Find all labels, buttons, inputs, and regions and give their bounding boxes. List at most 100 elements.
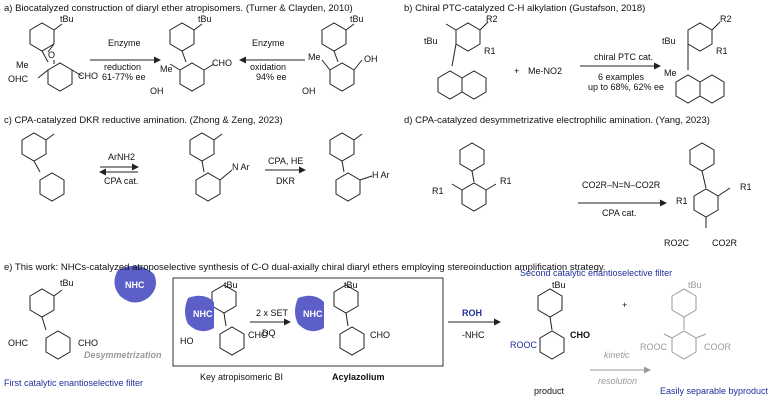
e-tbu: tBu: [60, 278, 74, 288]
a-right-cond-3: 94% ee: [256, 72, 287, 82]
c-product-molecule: [329, 132, 373, 202]
e-kinetic-1: kinetic: [604, 350, 630, 360]
b-prod-r2: R2: [720, 14, 732, 24]
e-acyl-tbu: tBu: [344, 280, 358, 290]
e-byproduct: Easily separable byproduct: [660, 386, 769, 396]
b-tbu-label: tBu: [424, 36, 438, 46]
b-cond-1: chiral PTC cat.: [594, 52, 654, 62]
e-acylazolium-molecule: [333, 284, 365, 356]
b-r2-label: R2: [486, 14, 498, 24]
a-diol-molecule: [321, 22, 363, 92]
e-byp-tbu: tBu: [688, 280, 702, 290]
b-prod-r1: R1: [716, 46, 728, 56]
c-substrate-molecule: [21, 132, 65, 202]
e-bi-tbu: tBu: [224, 280, 238, 290]
c-amine-label: H Ar: [372, 170, 390, 180]
d-reagent: CO2R–N=N–CO2R: [582, 180, 661, 190]
e-bi-cho: CHO: [248, 330, 268, 340]
panel-a-header: a) Biocatalyzed construction of diaryl e…: [4, 3, 353, 14]
c-reagent-top: ArNH2: [108, 152, 136, 162]
e-ohc: OHC: [8, 338, 28, 348]
a-o-label: O: [48, 50, 56, 60]
a-tbu-label: tBu: [60, 14, 74, 24]
e-set-1: 2 x SET: [256, 308, 289, 318]
b-r1-label: R1: [484, 46, 496, 56]
e-nhc-label: NHC: [125, 280, 145, 290]
nhc-catalyst-icon: [114, 265, 156, 303]
e-acylazolium: Acylazolium: [332, 372, 385, 382]
d-prod-r1-left: R1: [676, 196, 688, 206]
a-cho-label: CHO: [78, 71, 98, 81]
e-first-filter: First catalytic enantioselective filter: [4, 378, 144, 388]
b-prod-me: Me: [664, 68, 677, 78]
a-product-molecule: [169, 22, 215, 92]
e-kinetic-2: resolution: [598, 376, 638, 386]
a-right-cond-1: Enzyme: [252, 38, 285, 48]
b-prod-tbu: tBu: [662, 36, 676, 46]
b-cond-3: up to 68%, 62% ee: [588, 82, 665, 92]
a-prod-me: Me: [160, 64, 173, 74]
d-ro2c: RO2C: [664, 238, 690, 248]
e-plus: +: [622, 300, 628, 310]
a-left-cond-2: reduction: [104, 62, 142, 72]
acylazolium-nhc-icon: [295, 295, 324, 332]
e-second-filter: Second catalytic enantioselective filter: [520, 268, 673, 278]
e-product-label: product: [534, 386, 565, 396]
e-bi-ho: HO: [180, 336, 194, 346]
e-minus-nhc: -NHC: [462, 330, 485, 340]
e-intermediate-box: [172, 277, 444, 367]
e-bi-nhc: NHC: [193, 309, 213, 319]
d-substrate-molecule: [451, 142, 497, 212]
d-co2r: CO2R: [712, 238, 738, 248]
a-diol-oh-right: OH: [364, 54, 378, 64]
e-acyl-cho: CHO: [370, 330, 390, 340]
c-cond-bottom: DKR: [276, 176, 296, 186]
e-product-molecule: [537, 288, 565, 360]
e-prod-tbu: tBu: [552, 280, 566, 290]
d-prod-r1-right: R1: [740, 182, 752, 192]
b-product-molecule: [675, 21, 725, 104]
b-cond-2: 6 examples: [598, 72, 645, 82]
c-imine-label: N Ar: [232, 162, 250, 172]
panel-c-header: c) CPA-catalyzed DKR reductive amination…: [4, 115, 283, 126]
a-prod-tbu: tBu: [198, 14, 212, 24]
d-catalyst: CPA cat.: [602, 208, 637, 218]
panel-b-header: b) Chiral PTC-catalyzed C-H alkylation (…: [404, 3, 646, 14]
d-r1-left: R1: [432, 186, 444, 196]
e-byp-rooc: ROOC: [640, 342, 667, 352]
b-plus: +: [514, 66, 520, 76]
bi-nhc-icon: [185, 295, 214, 332]
e-prod-cho: CHO: [570, 330, 590, 340]
c-imine-molecule: [189, 132, 233, 202]
a-ohc-label: OHC: [8, 74, 28, 84]
e-byproduct-molecule: [663, 288, 707, 360]
panel-d-header: d) CPA-catalyzed desymmetrizative electr…: [404, 115, 710, 126]
a-left-cond-1: Enzyme: [108, 38, 141, 48]
b-substrate-molecule: [437, 21, 489, 100]
e-desymmetrization: Desymmetrization: [84, 350, 162, 360]
e-set-2: DQ: [262, 328, 276, 338]
d-r1-right: R1: [500, 176, 512, 186]
e-roh: ROH: [462, 308, 482, 318]
b-reagent: Me-NO2: [528, 66, 563, 76]
panel-e-header: e) This work: NHCs-catalyzed atroposelec…: [4, 262, 606, 273]
a-right-cond-2: oxidation: [250, 62, 287, 72]
c-reagent-bottom: CPA cat.: [104, 176, 139, 186]
e-bi-molecule: [211, 284, 245, 356]
a-substrate-molecule: [29, 22, 83, 92]
a-diol-tbu: tBu: [350, 14, 364, 24]
a-diol-oh-left: OH: [302, 86, 316, 96]
a-left-cond-3: 61-77% ee: [102, 72, 146, 82]
e-key-intermediate: Key atropisomeric BI: [200, 372, 284, 382]
e-byp-coor: COOR: [704, 342, 731, 352]
e-substrate-molecule: [29, 288, 71, 360]
d-product-molecule: [689, 142, 731, 228]
a-prod-oh: OH: [150, 86, 164, 96]
e-acyl-nhc: NHC: [303, 309, 323, 319]
a-me-label: Me: [16, 60, 29, 70]
a-diol-me: Me: [308, 52, 321, 62]
c-cond-top: CPA, HE: [268, 156, 304, 166]
e-prod-rooc: ROOC: [510, 340, 537, 350]
e-cho: CHO: [78, 338, 98, 348]
